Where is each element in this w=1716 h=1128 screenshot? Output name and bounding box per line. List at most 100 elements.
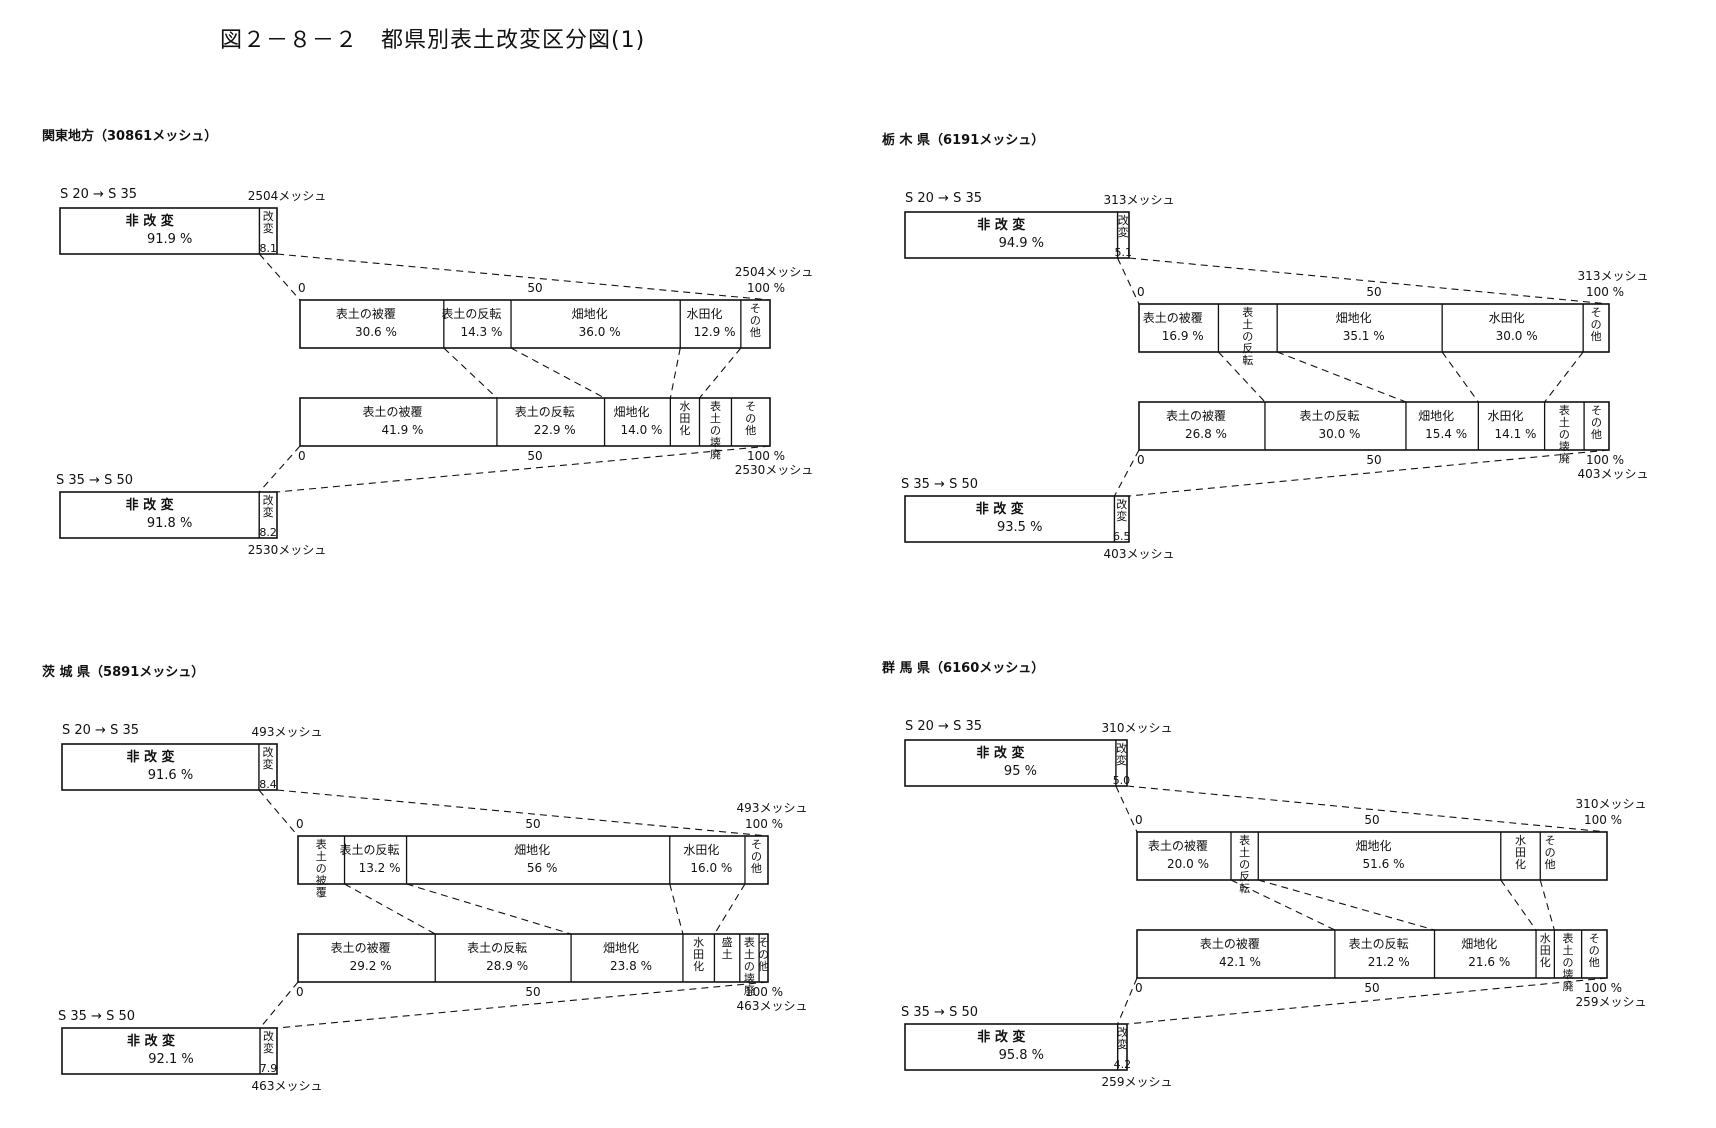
segment-value: 14.3 % bbox=[460, 325, 502, 339]
bar-change-label: 変 bbox=[263, 221, 274, 235]
bar-value: 91.6 % bbox=[148, 768, 193, 783]
segment-label: 化 bbox=[1540, 955, 1551, 969]
segment-value: 14.1 % bbox=[1495, 427, 1537, 441]
segment-label: 反 bbox=[1239, 870, 1250, 883]
segment-label: 田 bbox=[1515, 846, 1526, 859]
segment-label: 転 bbox=[1239, 882, 1250, 895]
segment-label: の bbox=[758, 948, 769, 961]
segment-label: 他 bbox=[751, 862, 762, 875]
segment-label: そ bbox=[1591, 306, 1602, 319]
segment-label: 表土の反転 bbox=[441, 307, 501, 321]
segment-label: 土 bbox=[1239, 846, 1250, 859]
bar-label: 非 改 変 bbox=[976, 745, 1024, 761]
segment-label: 表土の被覆 bbox=[1143, 311, 1203, 325]
bar-change-label: 改 bbox=[1118, 213, 1129, 227]
zoom-line bbox=[1128, 257, 1610, 305]
segment-value: 30.0 % bbox=[1318, 427, 1360, 441]
zoom-line bbox=[276, 981, 769, 1029]
bar-change-label: 変 bbox=[262, 757, 273, 771]
segment-label: 廃 bbox=[1562, 979, 1573, 993]
axis-tick: 50 bbox=[527, 449, 542, 463]
chart-panel-0: 関東地方（30861メッシュ）S 20 → S 35非 改 変91.9 %改変8… bbox=[42, 128, 813, 557]
bar-value: 91.9 % bbox=[147, 232, 192, 247]
connector-line bbox=[1544, 351, 1584, 403]
segment-label: 他 bbox=[1591, 330, 1602, 343]
page-title: 図２－８－２ 都県別表土改変区分図(1) bbox=[220, 28, 646, 53]
bar-label: 非 改 変 bbox=[126, 213, 174, 229]
mesh-label: 2530メッシュ bbox=[248, 543, 327, 557]
chart-panel-3: 群 馬 県（6160メッシュ）S 20 → S 35非 改 変95 %改変5.0… bbox=[882, 660, 1646, 1089]
segment-value: 15.4 % bbox=[1425, 427, 1467, 441]
segment-label: 廃 bbox=[744, 983, 755, 997]
segment-label: 被 bbox=[316, 874, 327, 887]
chart-panel-1: 栃 木 県（6191メッシュ）S 20 → S 35非 改 変94.9 %改変5… bbox=[882, 132, 1648, 561]
period-label: S 20 → S 35 bbox=[60, 187, 137, 202]
segment-value: 30.6 % bbox=[355, 325, 397, 339]
segment-label: の bbox=[751, 850, 762, 863]
bar-nonchange bbox=[904, 1023, 1128, 1071]
segment-value: 21.2 % bbox=[1368, 955, 1410, 969]
axis-tick: 0 bbox=[296, 817, 304, 831]
segment-label: の bbox=[744, 960, 755, 973]
segment-value: 42.1 % bbox=[1219, 955, 1261, 969]
segment-value: 22.9 % bbox=[534, 423, 576, 437]
connector-line bbox=[669, 347, 681, 399]
segment-label: 土 bbox=[1562, 944, 1573, 957]
zoom-line bbox=[276, 445, 771, 493]
connector-line bbox=[406, 883, 572, 935]
period-label: S 35 → S 50 bbox=[901, 1005, 978, 1020]
zoom-line bbox=[1128, 449, 1610, 497]
axis-tick: 100 % bbox=[747, 281, 785, 295]
segment-value: 28.9 % bbox=[486, 959, 528, 973]
bar-change-label: 改 bbox=[263, 209, 274, 223]
period-label: S 35 → S 50 bbox=[58, 1009, 135, 1024]
segment-label: 畑地化 bbox=[1356, 839, 1392, 853]
segment-value: 12.9 % bbox=[694, 325, 736, 339]
segment-label: 表 bbox=[744, 935, 755, 949]
segment-label: 壊 bbox=[744, 972, 755, 985]
period-label: S 20 → S 35 bbox=[905, 191, 982, 206]
segment-label: 土 bbox=[1242, 318, 1253, 331]
segment-label: 盛 bbox=[722, 935, 733, 949]
segment-label: の bbox=[1562, 956, 1573, 969]
bar-value: 93.5 % bbox=[997, 520, 1042, 535]
bar-change-label: 改 bbox=[262, 745, 273, 759]
segment-label: 畑地化 bbox=[1418, 409, 1454, 423]
connector-line bbox=[344, 883, 436, 935]
segment-label: 他 bbox=[758, 960, 769, 973]
segment-value: 23.8 % bbox=[610, 959, 652, 973]
axis-tick: 100 % bbox=[1586, 285, 1624, 299]
segment-label: 化 bbox=[679, 423, 690, 437]
segment-label: 畑地化 bbox=[1336, 311, 1372, 325]
segment-label: の bbox=[710, 424, 721, 437]
bar-change-label: 変 bbox=[1116, 753, 1127, 767]
detail-bar bbox=[1136, 929, 1608, 979]
axis-tick: 50 bbox=[525, 817, 540, 831]
segment-label: 水田化 bbox=[687, 307, 723, 321]
segment-label: 表土の被覆 bbox=[1166, 409, 1226, 423]
connector-line bbox=[1539, 879, 1555, 931]
connector-line bbox=[1441, 351, 1479, 403]
axis-tick: 100 % bbox=[747, 449, 785, 463]
segment-label: の bbox=[1545, 846, 1556, 859]
axis-tick: 100 % bbox=[745, 817, 783, 831]
zoom-line bbox=[259, 253, 301, 301]
segment-label: 表土の反転 bbox=[1299, 409, 1359, 423]
bar-value: 91.8 % bbox=[147, 516, 192, 531]
bar-value: 94.9 % bbox=[999, 236, 1044, 251]
segment-label: そ bbox=[745, 400, 756, 413]
mesh-label: 259メッシュ bbox=[1102, 1075, 1173, 1089]
segment-label: 転 bbox=[1242, 354, 1253, 367]
panel-label: 関東地方（30861メッシュ） bbox=[42, 128, 217, 144]
connector-line bbox=[1500, 879, 1537, 931]
segment-label: の bbox=[1589, 944, 1600, 957]
axis-tick: 50 bbox=[1364, 813, 1379, 827]
mesh-label: 313メッシュ bbox=[1104, 193, 1175, 207]
bar-change-value: 7.9 bbox=[260, 1062, 278, 1075]
detail-bar bbox=[1138, 303, 1610, 353]
mesh-label: 463メッシュ bbox=[252, 1079, 323, 1093]
bar-nonchange bbox=[61, 1027, 278, 1075]
axis-tick: 0 bbox=[1137, 285, 1145, 299]
segment-label: 壊 bbox=[1562, 968, 1573, 981]
segment-label: 廃 bbox=[1559, 451, 1570, 465]
